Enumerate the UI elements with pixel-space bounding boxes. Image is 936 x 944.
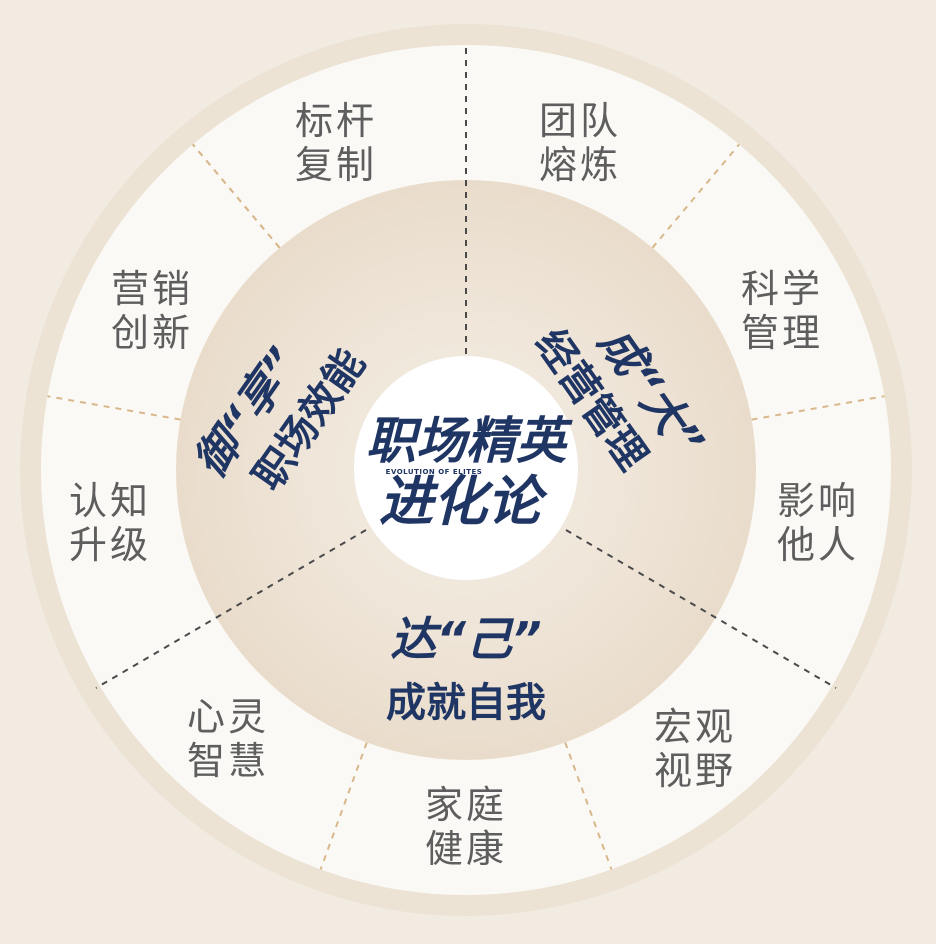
inner-group-bottom-quote: 达“己” [390,612,541,666]
segment-label-line2: 创新 [111,311,193,355]
segment-label-line2: 管理 [741,311,823,355]
sector-divider-left [95,529,367,689]
segment-label-line2: 他人 [777,523,859,567]
segment-label-line1: 认知 [69,479,151,523]
segment-label-line2: 智慧 [187,739,269,783]
segment-label-line1: 营销 [111,267,193,311]
segment-label-line1: 影响 [777,479,859,523]
segment-divider [47,395,181,421]
center-logo: 职场精英 EVOLUTION OF ELITES 进化论 [366,412,573,533]
center-disc [354,356,578,580]
center-subtitle: EVOLUTION OF ELITES [386,468,483,476]
center-title-line1: 职场精英 [366,412,573,470]
segment-label-line1: 科学 [741,267,823,311]
center-title-line2: 进化论 [379,470,548,533]
segment-label-line2: 健康 [425,827,507,871]
segment-divider [319,742,368,870]
inner-group-bottom-title: 成就自我 [386,680,546,726]
segment-dividers [47,143,885,870]
segment-divider [751,395,885,421]
segment-label-line2: 熔炼 [539,143,621,187]
segment-label-line2: 升级 [69,523,151,567]
segment-divider [651,143,740,249]
segment-label-line1: 心灵 [187,695,269,739]
sector-divider-right [565,529,837,689]
segment-label-line1: 家庭 [425,783,507,827]
sector-dividers [95,48,837,689]
segment-divider [564,742,613,870]
segment-label-line1: 团队 [539,99,621,143]
segment-label-line1: 宏观 [654,705,736,749]
segment-label-line2: 视野 [654,749,736,793]
segment-divider [192,143,281,249]
segment-label-line2: 复制 [295,143,377,187]
segment-label-line1: 标杆 [295,99,377,143]
inner-group-bottom: 达“己” 成就自我 [386,612,546,726]
